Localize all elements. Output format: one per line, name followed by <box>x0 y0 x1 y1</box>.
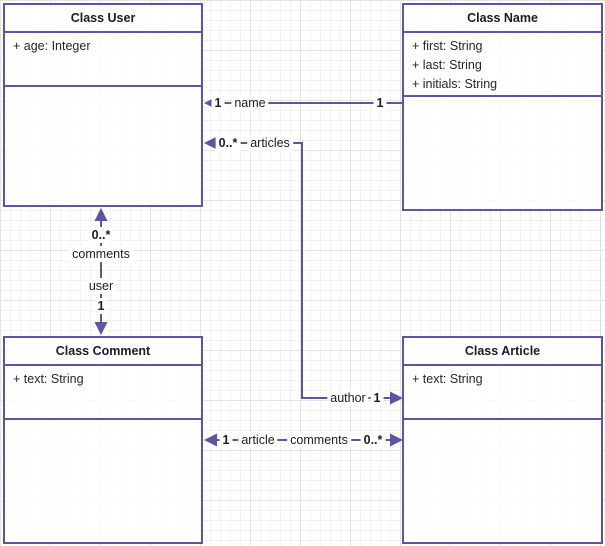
class-box-article[interactable]: Class Article + text: String <box>402 336 603 544</box>
role-label: user <box>85 278 117 294</box>
role-label: article <box>238 432 278 448</box>
multiplicity-label: 0..* <box>215 135 241 151</box>
class-attribute: + text: String <box>13 372 84 386</box>
multiplicity-label: 1 <box>219 432 233 448</box>
multiplicity-label: 1 <box>94 298 108 314</box>
edge-user-article[interactable] <box>216 142 390 399</box>
arrowhead-right-icon <box>390 433 403 447</box>
role-label: name <box>231 95 269 111</box>
class-attributes-article: + text: String <box>404 366 601 420</box>
multiplicity-label: 1 <box>370 390 384 406</box>
class-attributes-user: + age: Integer <box>5 33 201 87</box>
class-attributes-comment: + text: String <box>5 366 201 420</box>
arrowhead-left-icon <box>204 136 217 150</box>
arrowhead-down-icon <box>94 322 108 335</box>
class-attribute: + initials: String <box>412 77 498 91</box>
class-attribute: + first: String <box>412 39 483 53</box>
class-attribute: + age: Integer <box>13 39 91 53</box>
class-title-user: Class User <box>5 5 201 33</box>
role-label: comments <box>69 246 133 262</box>
class-title-comment: Class Comment <box>5 338 201 366</box>
class-attribute: + last: String <box>412 58 482 72</box>
class-title-name: Class Name <box>404 5 601 33</box>
class-box-comment[interactable]: Class Comment + text: String <box>3 336 203 544</box>
arrowhead-left-icon <box>204 433 217 447</box>
class-attribute: + text: String <box>412 372 483 386</box>
class-box-user[interactable]: Class User + age: Integer <box>3 3 203 207</box>
class-attributes-name: + first: String + last: String + initial… <box>404 33 601 97</box>
class-title-article: Class Article <box>404 338 601 366</box>
multiplicity-label: 1 <box>211 95 225 111</box>
multiplicity-label: 0..* <box>88 227 114 243</box>
arrowhead-right-icon <box>390 391 403 405</box>
multiplicity-label: 1 <box>373 95 387 111</box>
role-label: comments <box>287 432 351 448</box>
class-box-name[interactable]: Class Name + first: String + last: Strin… <box>402 3 603 211</box>
arrowhead-up-icon <box>94 208 108 221</box>
role-label: articles <box>247 135 293 151</box>
multiplicity-label: 0..* <box>360 432 386 448</box>
role-label: author <box>327 390 369 406</box>
